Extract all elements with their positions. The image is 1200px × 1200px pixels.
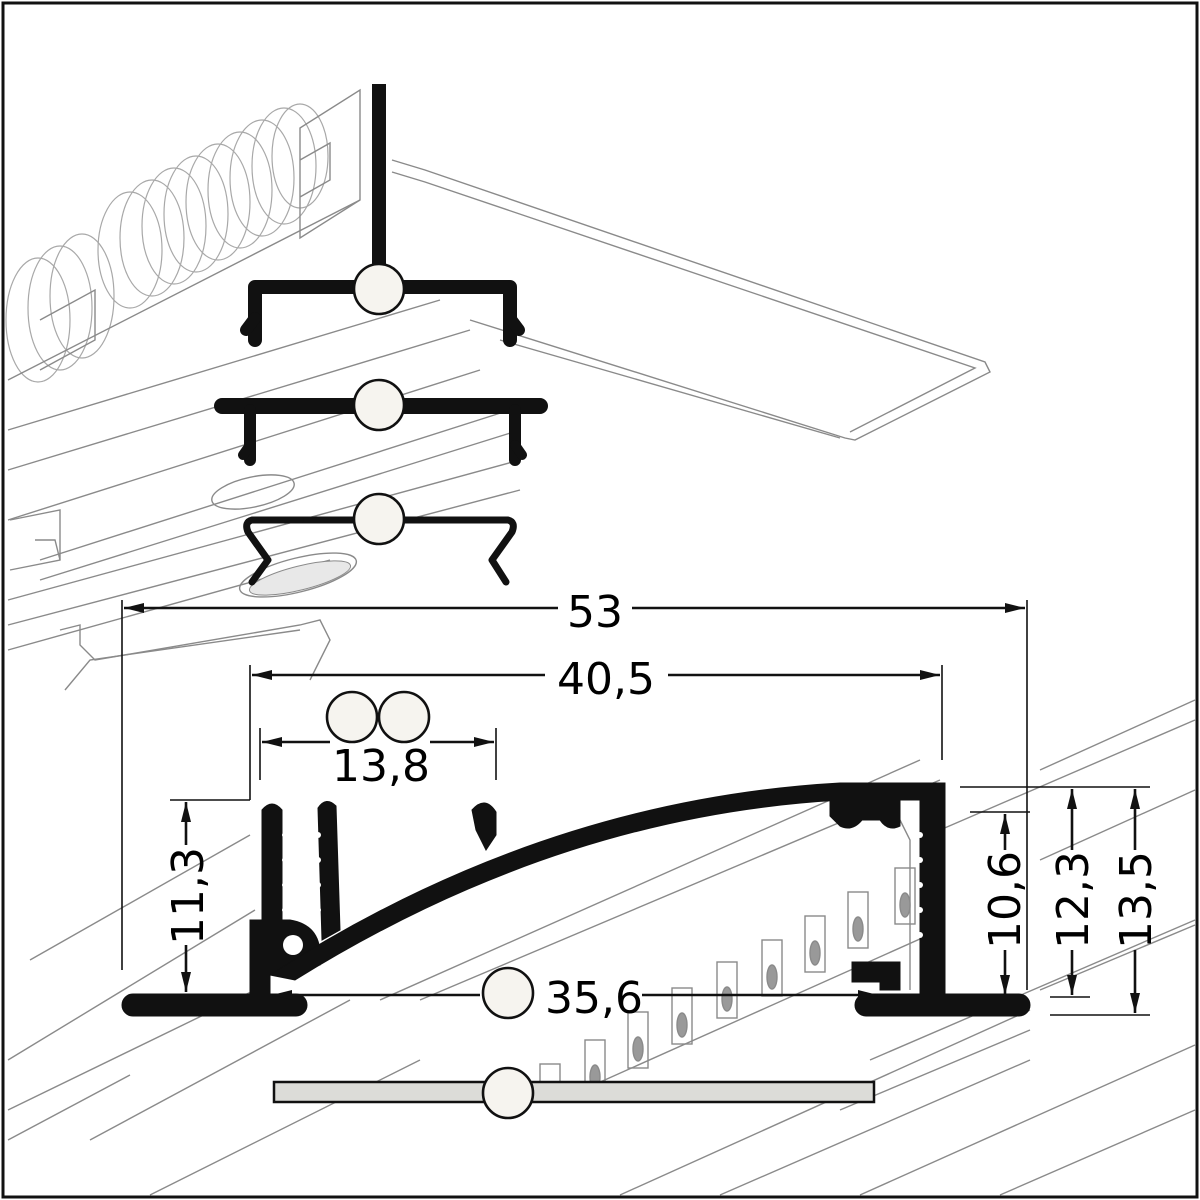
- connector-circle: [481, 966, 535, 1020]
- dim-inner-width: 40,5: [557, 654, 655, 705]
- connector-circle: [377, 690, 431, 744]
- dim-left-height: 11,3: [163, 847, 214, 945]
- spring-coils: [5, 103, 329, 383]
- connector-circle: [481, 1066, 535, 1120]
- diffuser-strip: [272, 1080, 876, 1104]
- connector-circle: [352, 492, 406, 546]
- vertical-hanger-rod: [372, 84, 386, 294]
- dim-channel-width: 13,8: [332, 741, 430, 792]
- upper-rail-perspective: [5, 88, 991, 691]
- dim-inner-height: 10,6: [980, 851, 1031, 949]
- dimension-labels: 53 40,5 13,8 35,6 11,3 10,6 12,3 13,5: [163, 587, 1162, 1024]
- profile-cross-section: [121, 782, 1031, 1017]
- dim-total-height: 13,5: [1111, 851, 1162, 949]
- connector-circle: [352, 378, 406, 432]
- clip-profile-3-spring: [243, 516, 517, 586]
- connector-circle: [325, 690, 379, 744]
- dim-base-width: 35,6: [545, 973, 643, 1024]
- led-chips: [539, 867, 916, 1097]
- dimension-lines: [121, 600, 1150, 1016]
- dim-overall-width: 53: [567, 587, 623, 638]
- connector-circle: [352, 262, 406, 316]
- dim-mid-height: 12,3: [1048, 851, 1099, 949]
- connector-circles: [325, 262, 535, 1120]
